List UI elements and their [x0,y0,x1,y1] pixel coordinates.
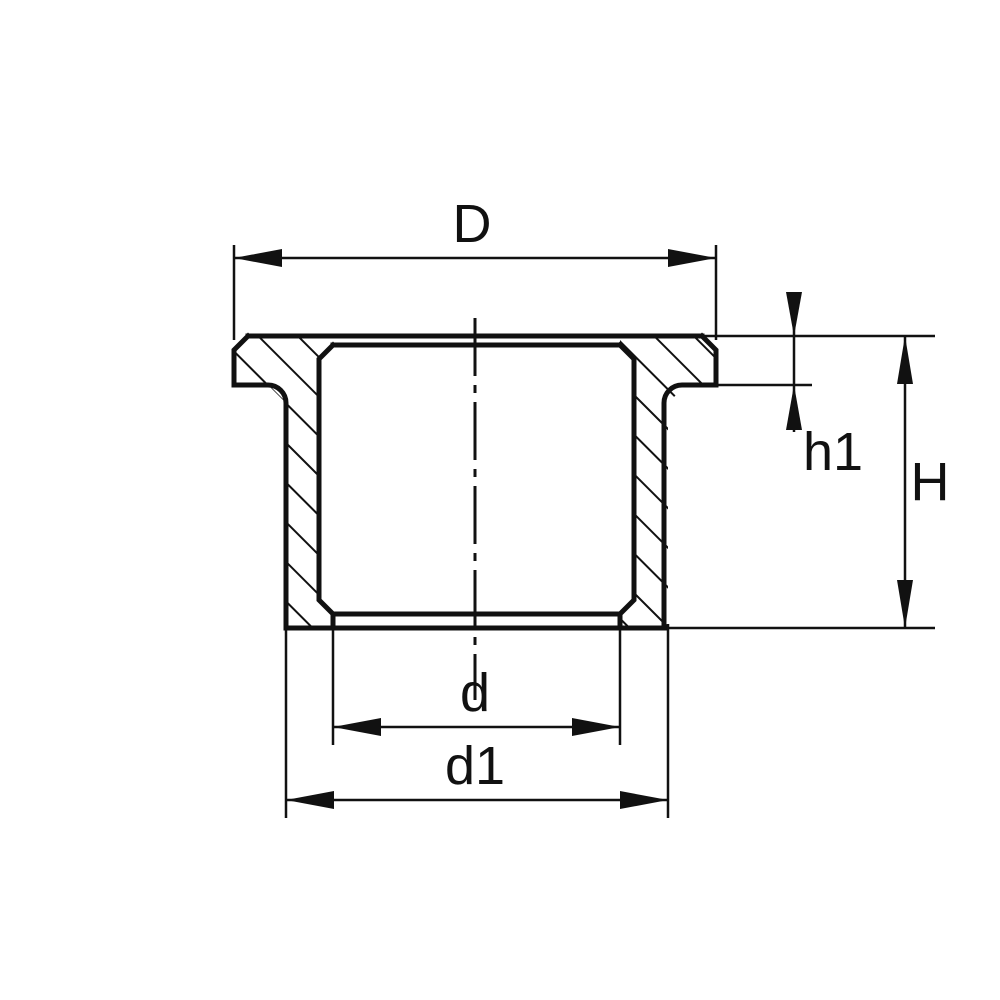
arrowhead-D-right [668,249,716,267]
arrowhead-h1-bottom [786,385,802,430]
bore-left-wall [316,341,337,618]
bore-right-wall [616,341,637,618]
arrowhead-h1-top [786,292,802,336]
dimension-d: d [333,663,620,736]
dimension-d1: d1 [286,736,668,809]
arrowhead-H-bottom [897,580,913,628]
arrowhead-D-left [234,249,282,267]
dimension-label-D: D [453,194,492,254]
extension-lines [232,245,935,818]
arrowhead-d1-right [620,791,668,809]
left-outer-profile [231,332,289,631]
dimension-label-d1: d1 [445,736,505,796]
arrowhead-d-right [572,718,620,736]
dimension-label-H: H [911,452,950,512]
dimension-label-h1: h1 [803,422,863,482]
dimension-label-d: d [460,663,490,723]
arrowhead-d1-left [286,791,334,809]
dimension-H: H [897,336,950,628]
dimension-h1: h1 [786,292,863,482]
arrowhead-d-left [333,718,381,736]
arrowhead-H-top [897,336,913,384]
dimension-D: D [234,194,716,267]
